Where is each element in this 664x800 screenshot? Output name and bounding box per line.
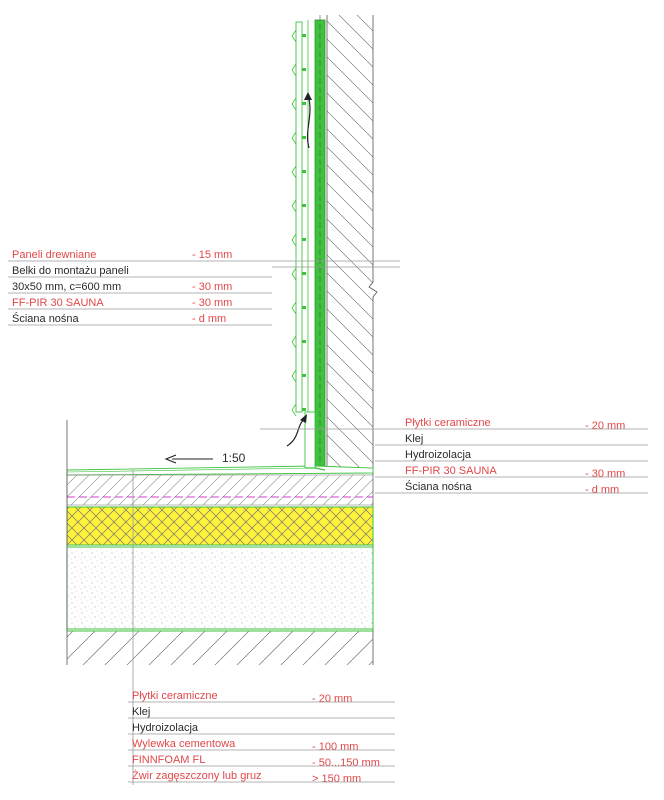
- batten-clip: [302, 34, 306, 37]
- batten-clip: [302, 68, 306, 71]
- panel-groove: [291, 199, 297, 213]
- batten-clip: [302, 408, 306, 411]
- panel-groove: [291, 267, 297, 281]
- legend-label: Belki do montażu paneli: [12, 265, 129, 277]
- wall-floor-legend: Płytki ceramiczne - 20 mm KlejHydroizolacj…: [260, 417, 648, 496]
- panel-groove: [291, 301, 297, 315]
- legend-value: - 30 mm: [192, 281, 232, 293]
- legend-value: - 20 mm: [312, 693, 352, 705]
- wooden-panels: [291, 20, 309, 417]
- wall-legend: Paneli drewniane - 15 mm Belki do montażu …: [8, 249, 400, 326]
- batten-clip: [302, 136, 306, 139]
- legend-label: FF-PIR 30 SAUNA: [405, 465, 497, 477]
- slope-arrow: [164, 454, 213, 464]
- batten-clip: [302, 272, 306, 275]
- panel-board-face: [295, 21, 303, 413]
- legend-label: Płytki ceramiczne: [132, 690, 218, 702]
- batten-clip: [302, 204, 306, 207]
- wall-insulation-ff-pir: [314, 15, 326, 471]
- batten-clip: [302, 306, 306, 309]
- panel-groove: [291, 29, 297, 43]
- legend-value: - 20 mm: [585, 420, 625, 432]
- airflow-arrow-up: [304, 92, 312, 149]
- legend-label: 30x50 mm, c=600 mm: [12, 281, 121, 293]
- panel-groove: [291, 63, 297, 77]
- wall-floor-corner-seal: [304, 411, 326, 471]
- slope-label: 1:50: [222, 451, 246, 465]
- legend-label: Hydroizolacja: [132, 722, 199, 734]
- legend-label: Żwir zagęszczony lub gruz: [132, 769, 262, 782]
- floor-build-up: [66, 420, 374, 785]
- batten-clip: [302, 374, 306, 377]
- legend-label: FF-PIR 30 SAUNA: [12, 297, 104, 309]
- legend-label: Płytki ceramiczne: [405, 417, 491, 429]
- batten-clip: [302, 102, 306, 105]
- legend-value: - 30 mm: [585, 468, 625, 480]
- panel-groove: [291, 403, 297, 417]
- legend-label: FINNFOAM FL: [132, 754, 205, 766]
- legend-value: - d mm: [585, 484, 619, 496]
- legend-label: Ściana nośna: [405, 480, 473, 493]
- legend-label: Hydroizolacja: [405, 449, 472, 461]
- panel-groove: [291, 335, 297, 349]
- panel-groove: [291, 233, 297, 247]
- legend-label: Klej: [405, 433, 423, 445]
- floor-legend: Płytki ceramiczne - 20 mm KlejHydroizolacj…: [128, 690, 395, 785]
- legend-label: Klej: [132, 706, 150, 718]
- panel-groove: [291, 165, 297, 179]
- legend-label: Paneli drewniane: [12, 249, 96, 261]
- legend-value: - 100 mm: [312, 741, 358, 753]
- legend-label: Ściana nośna: [12, 312, 80, 325]
- airflow-arrow-corner: [286, 414, 307, 447]
- legend-value: - 15 mm: [192, 249, 232, 261]
- legend-value: > 150 mm: [312, 773, 361, 785]
- panel-groove: [291, 97, 297, 111]
- batten-clip: [302, 340, 306, 343]
- panel-groove: [291, 369, 297, 383]
- panel-groove: [291, 131, 297, 145]
- batten-clip: [302, 238, 306, 241]
- legend-value: - d mm: [192, 313, 226, 325]
- bearing-wall: [326, 15, 378, 665]
- legend-value: - 30 mm: [192, 297, 232, 309]
- legend-label: Wylewka cementowa: [132, 738, 236, 750]
- batten-clip: [302, 170, 306, 173]
- legend-value: - 50...150 mm: [312, 757, 380, 769]
